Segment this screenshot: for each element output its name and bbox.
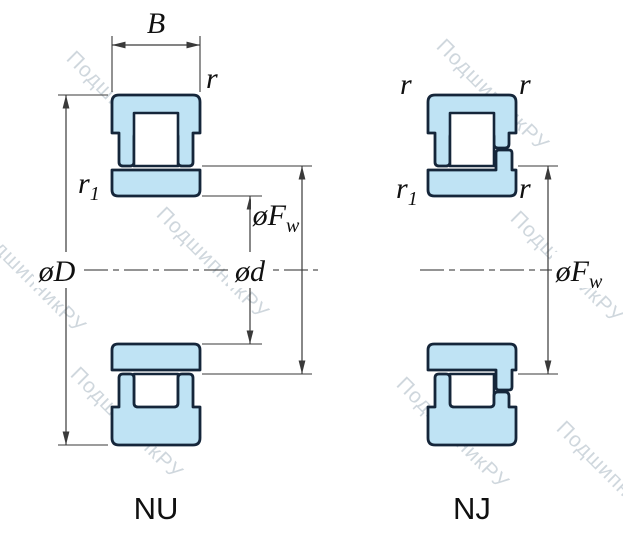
extension-lines-nu	[58, 36, 312, 446]
inner-ring-bottom-section-nj	[426, 342, 518, 392]
label-oFw-sub-nj: w	[589, 271, 603, 293]
label-bg-oD	[34, 252, 80, 288]
label-bore-diameter-od: ød	[234, 255, 266, 288]
label-bg-oFw-nj	[552, 252, 606, 288]
inner-ring-top-section-nj	[426, 148, 518, 198]
label-bg-oFw	[251, 197, 301, 232]
label-oFw-sub: w	[286, 215, 300, 237]
watermark-text: ПодшипникРУ	[552, 417, 623, 536]
label-outer-chamfer-r: r	[206, 62, 218, 95]
label-inner-chamfer-r1: r1	[78, 167, 100, 205]
label-width-B: B	[147, 7, 165, 40]
bearing-view-nu: B r r1 øD ød øFw NU	[34, 7, 318, 526]
label-raceway-diameter-oFw-nj: øFw	[555, 255, 603, 293]
label-oFw-base-nj: øF	[555, 255, 590, 288]
label-outer-chamfer-right-r: r	[519, 68, 531, 101]
roller-top-nj	[448, 111, 496, 168]
label-outer-chamfer-left-r: r	[400, 68, 412, 101]
bearing-view-nj: r r r1 r øFw NJ	[396, 68, 606, 526]
label-bg-od	[228, 252, 272, 288]
label-outer-diameter-oD: øD	[38, 255, 76, 288]
outer-ring-bottom-section-nj	[426, 372, 518, 447]
watermark-layer: ПодшипникРУ ПодшипникРУ ПодшипникРУ Подш…	[0, 35, 623, 536]
type-label-nu: NU	[134, 491, 179, 526]
inner-ring-bottom-section	[110, 342, 202, 372]
label-r1-sub-nj: 1	[408, 188, 418, 210]
label-r1-base-nj: r	[396, 172, 408, 205]
label-r1-base: r	[78, 167, 90, 200]
roller-top	[132, 111, 180, 168]
label-r1-sub: 1	[90, 183, 100, 205]
outer-ring-bottom-section	[110, 372, 202, 447]
label-raceway-diameter-oFw: øFw	[252, 199, 300, 237]
label-inner-chamfer-r1-nj: r1	[396, 172, 418, 210]
inner-ring-top-section	[110, 168, 202, 198]
type-label-nj: NJ	[453, 491, 491, 526]
label-oFw-base: øF	[252, 199, 287, 232]
label-flange-chamfer-r: r	[519, 172, 531, 205]
